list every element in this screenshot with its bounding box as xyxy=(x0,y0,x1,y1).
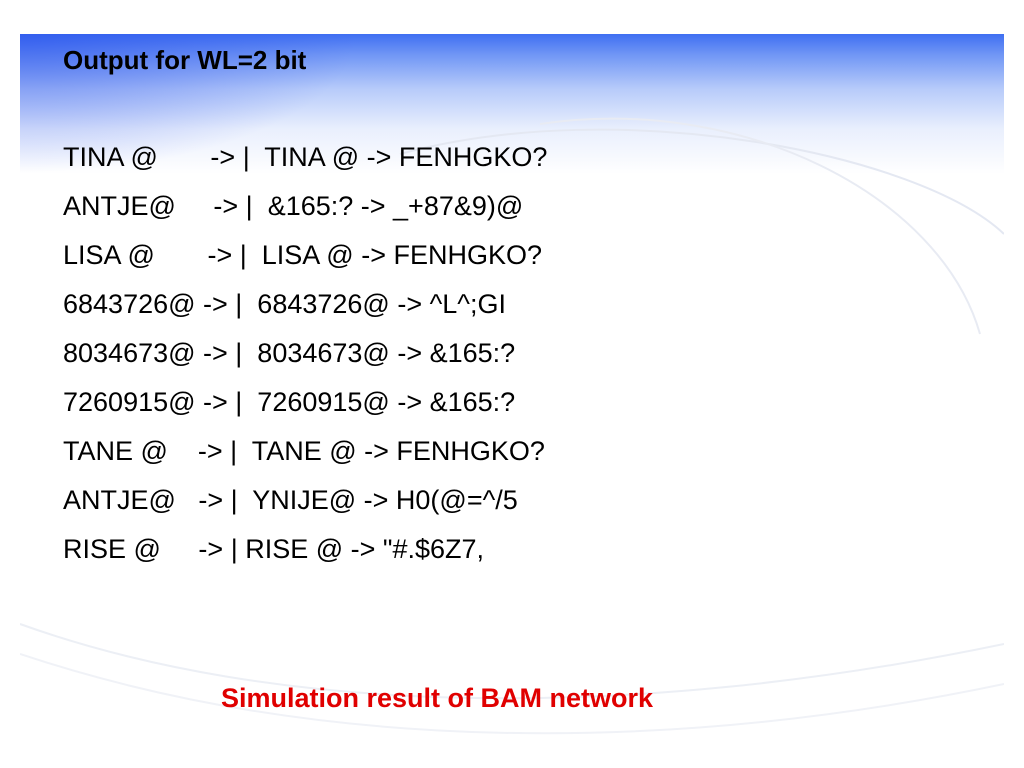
output-row: RISE @ -> | RISE @ -> "#.$6Z7, xyxy=(63,534,485,564)
output-row: TANE @ -> | TANE @ -> FENHGKO? xyxy=(63,436,545,466)
output-row: 7260915@ -> | 7260915@ -> &165:? xyxy=(63,387,516,417)
output-row: ANTJE@ -> | YNIJE@ -> H0(@=^/5 xyxy=(63,485,518,515)
slide-background xyxy=(20,34,1004,768)
slide-caption: Simulation result of BAM network xyxy=(221,683,654,713)
output-row: ANTJE@ -> | &165:? -> _+87&9)@ xyxy=(63,191,524,221)
slide-title: Output for WL=2 bit xyxy=(63,45,307,75)
output-row: LISA @ -> | LISA @ -> FENHGKO? xyxy=(63,240,542,270)
output-row: 8034673@ -> | 8034673@ -> &165:? xyxy=(63,338,516,368)
output-row: TINA @ -> | TINA @ -> FENHGKO? xyxy=(63,142,548,172)
decorative-swoosh xyxy=(20,117,1004,735)
output-row: 6843726@ -> | 6843726@ -> ^L^;GI xyxy=(63,289,506,319)
